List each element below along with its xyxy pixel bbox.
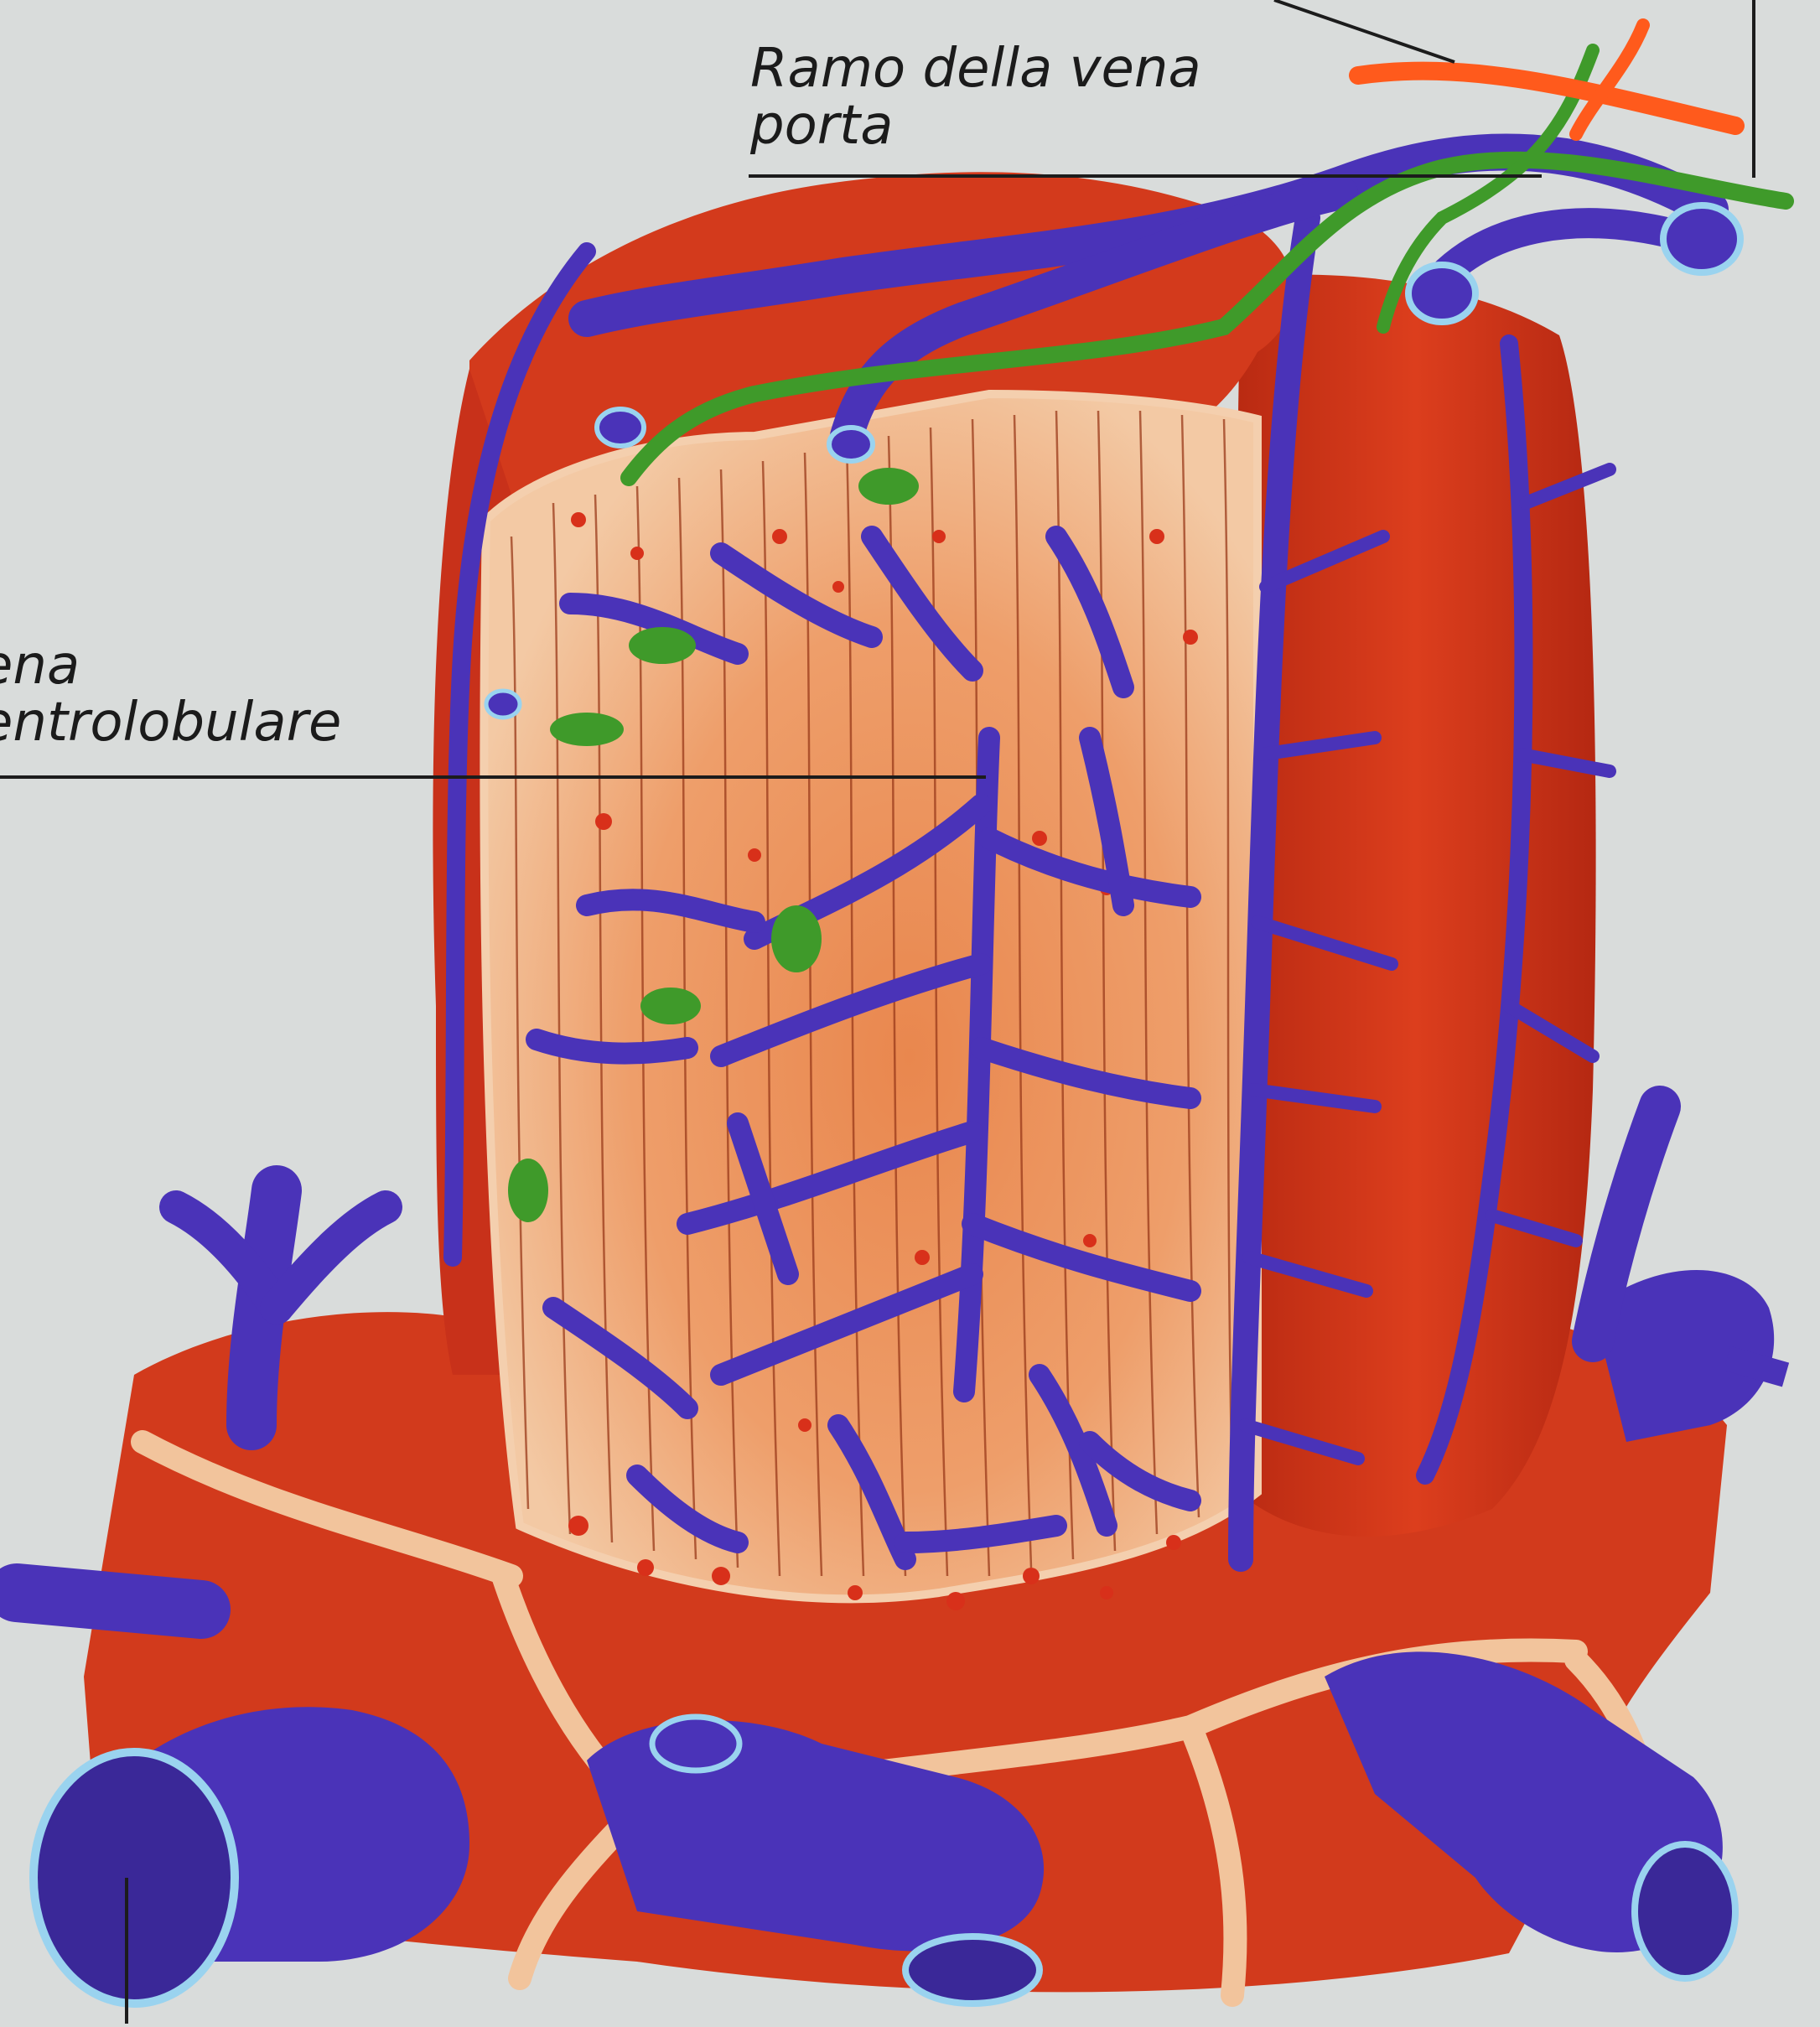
- label-vena-line1: ena: [0, 637, 341, 694]
- leader-vena-horizontal: [0, 775, 986, 779]
- label-vena-centrolobulare: ena entrolobulare: [0, 637, 341, 751]
- leader-bottom-left-vertical: [125, 1878, 128, 2024]
- leader-top-right-vertical: [1752, 0, 1755, 178]
- leader-top-diagonal: [1274, 0, 1459, 67]
- label-vena-line2: entrolobulare: [0, 694, 341, 751]
- label-ramo-line1: Ramo della vena: [750, 40, 1201, 97]
- label-ramo-line2: porta: [750, 97, 1201, 154]
- label-ramo-vena-porta: Ramo della vena porta: [750, 40, 1201, 154]
- leader-ramo-horizontal: [749, 174, 1542, 178]
